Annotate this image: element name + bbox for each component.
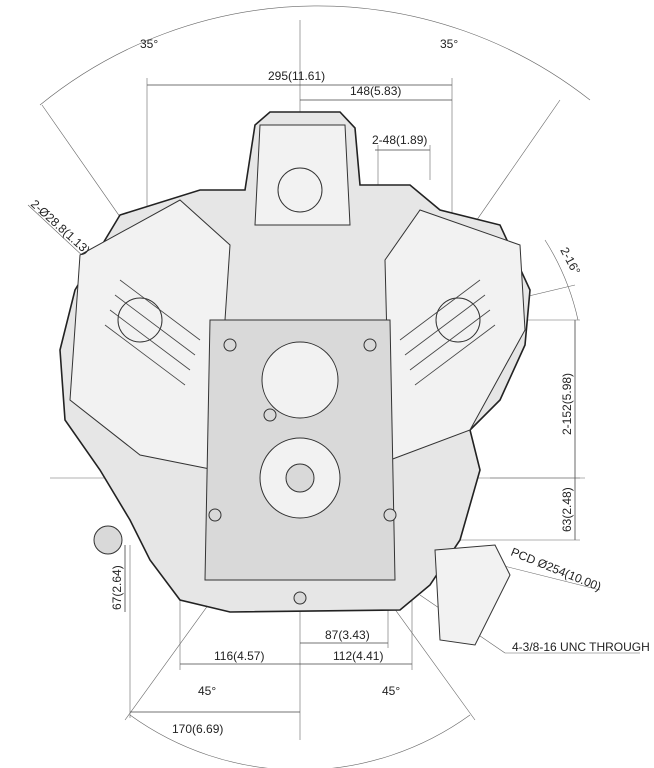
height-cylinder-label: 2-152(5.98) [560,373,574,435]
bottom-87-label: 87(3.43) [325,628,370,642]
height-base-label: 63(2.48) [560,487,574,532]
right-exhaust-port [435,297,481,343]
width-overall-label: 295(11.61) [268,69,325,83]
cooling-fins [104,279,496,386]
left-exhaust-port [117,297,163,343]
pulley [93,525,123,555]
angle-bottom-right-label: 45° [382,684,400,698]
bottom-112-label: 112(4.41) [333,649,383,663]
port-diameter-label: 2-Ø28.8(1.13) [28,197,93,257]
top-angle-arc [39,5,591,106]
cylinder-angle-label: 2-16° [557,245,583,277]
bottom-angle-arc [129,714,471,768]
bottom-170-label: 170(6.69) [172,722,223,736]
angle-top-right-label: 35° [440,37,458,51]
pcd-label: PCD Ø254(10.00) [509,545,603,594]
engine-outline [59,111,531,646]
mount-holes-top-label: 2-48(1.89) [372,133,427,147]
height-left-label: 67(2.64) [110,565,124,610]
thread-note-label: 4-3/8-16 UNC THROUGH [512,640,650,654]
angle-top-left-label: 35° [140,37,158,51]
carburetor-circle [277,167,323,213]
cyl-angle-arc [544,239,579,321]
bottom-116-label: 116(4.57) [214,649,264,663]
angle-bottom-left-label: 45° [198,684,216,698]
width-right-label: 148(5.83) [350,84,401,98]
oil-filter [434,544,511,646]
crankshaft-center [285,463,315,493]
governor-boss [261,341,339,419]
mount-holes [208,338,397,605]
dimension-lines [27,5,640,768]
